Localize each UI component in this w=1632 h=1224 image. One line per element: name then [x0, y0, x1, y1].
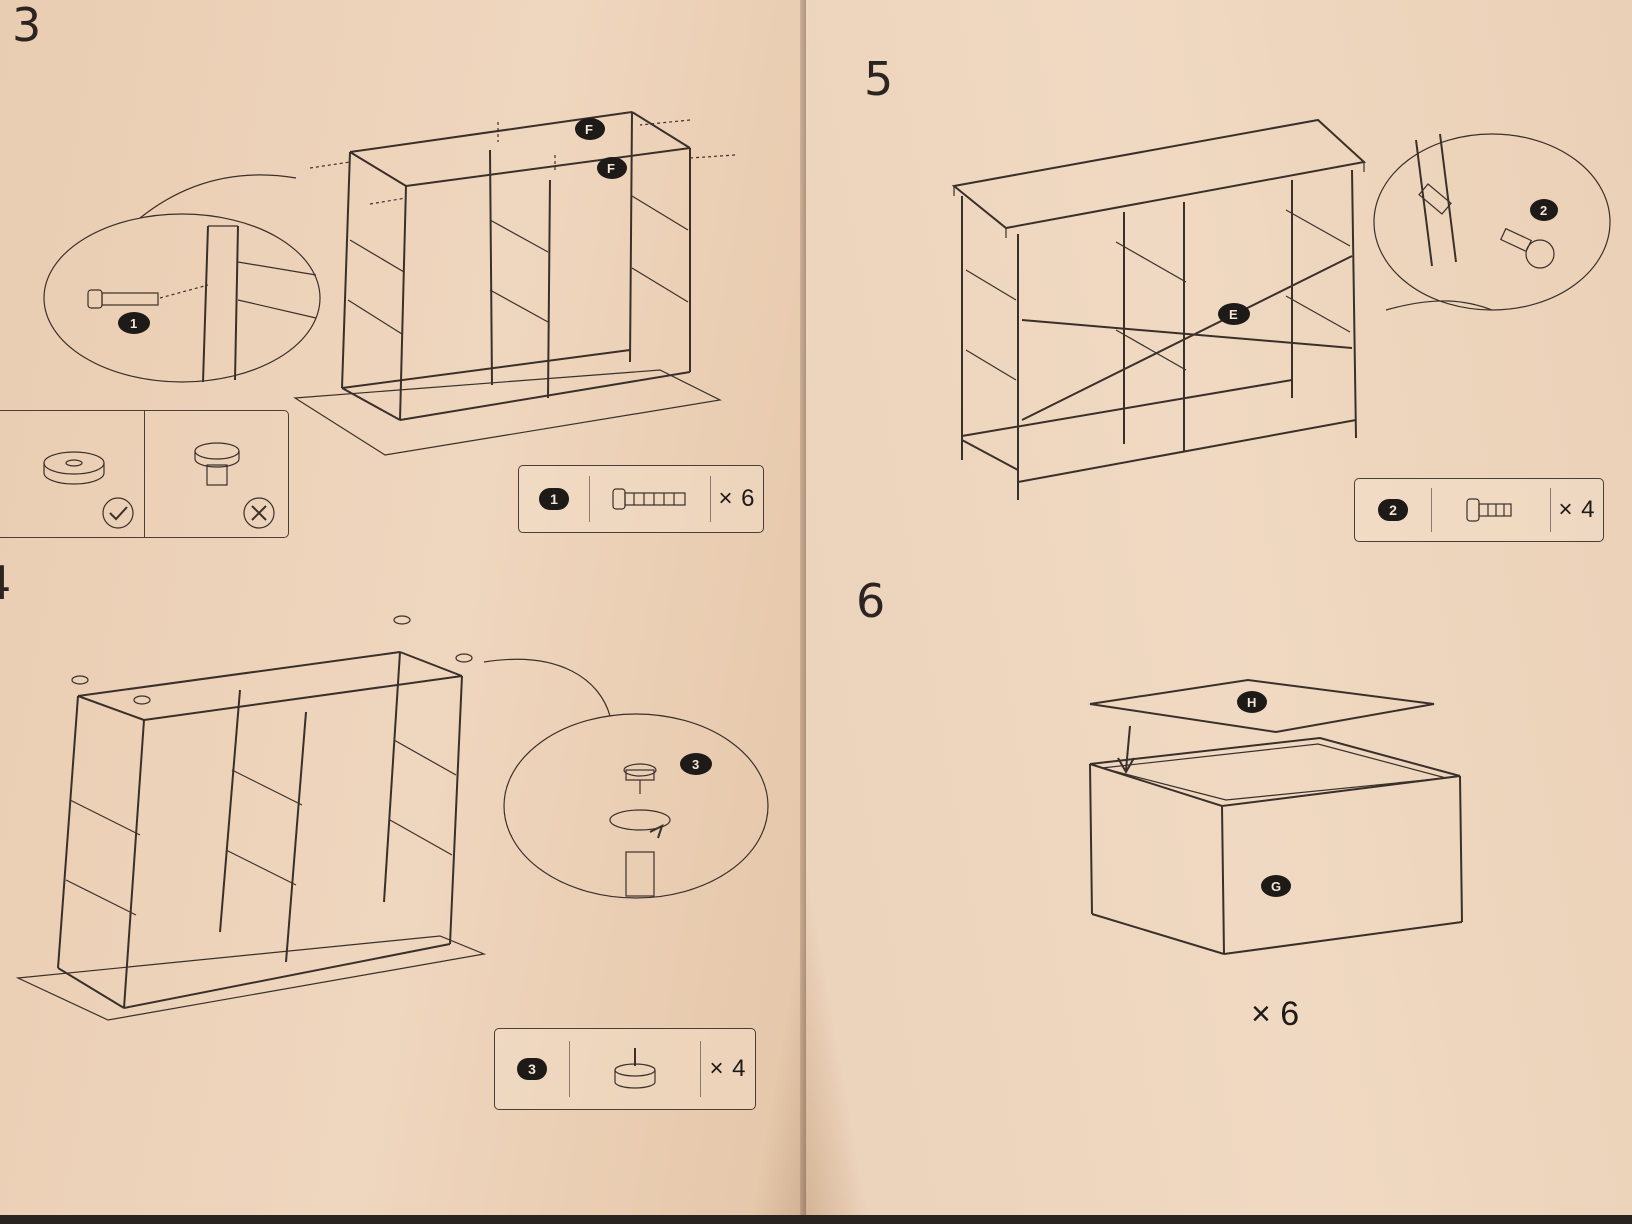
part-qty-3: × 4: [709, 1055, 747, 1082]
check-icon: [102, 497, 134, 529]
part-label-3-callout: 3: [680, 753, 712, 775]
rotate-arrow-icon: [649, 824, 664, 839]
screw-foot-icon: [193, 442, 240, 486]
label-E: E: [1218, 303, 1250, 325]
svg-text:3: 3: [692, 757, 699, 772]
leveling-foot-icon: [614, 1048, 656, 1089]
svg-text:F: F: [585, 122, 593, 137]
right-page: 5 6 E: [806, 0, 1632, 1215]
svg-text:E: E: [1229, 307, 1238, 322]
part-label-2-callout: 2: [1530, 199, 1558, 221]
screw-icon: [1466, 498, 1512, 522]
step-number-5: 5: [864, 52, 894, 106]
svg-text:F: F: [607, 161, 615, 176]
step6-drawer-drawing: H G: [1089, 678, 1463, 955]
step6-quantity: × 6: [1251, 995, 1300, 1033]
step-number-4: 4: [0, 560, 11, 606]
left-page: 3 4 F: [0, 0, 812, 1215]
correct-incorrect-foot-panel: [0, 410, 289, 538]
cross-icon: [242, 497, 275, 529]
svg-text:1: 1: [130, 316, 137, 331]
label-F-2: F: [597, 157, 627, 179]
svg-text:2: 2: [1540, 203, 1547, 218]
svg-text:G: G: [1271, 879, 1281, 894]
part-qty-2: × 4: [1558, 496, 1596, 523]
label-H: H: [1237, 691, 1267, 713]
svg-text:H: H: [1247, 695, 1256, 710]
parts-box-1: 1 × 6: [518, 465, 764, 533]
screw-icon: [1499, 227, 1555, 269]
foot-pad-icon: [43, 451, 105, 485]
incorrect-foot-option: [143, 411, 289, 537]
step4-frame-drawing: 3: [15, 615, 769, 1021]
step3-frame-drawing: F F 1: [43, 111, 736, 456]
part-badge-3: 3: [517, 1058, 547, 1080]
part-badge-2: 2: [1378, 499, 1408, 521]
part-label-1-callout: 1: [118, 312, 150, 334]
screw-icon: [87, 284, 209, 309]
step-number-3: 3: [12, 0, 42, 52]
parts-box-3: 3 × 4: [494, 1028, 756, 1110]
step5-dresser-drawing: E 2: [951, 118, 1611, 500]
step-number-6: 6: [856, 574, 886, 628]
part-badge-1: 1: [539, 488, 569, 510]
part-qty-1: × 6: [718, 485, 756, 512]
correct-foot-option: [0, 411, 144, 537]
screw-icon: [612, 488, 686, 510]
parts-box-2: 2 × 4: [1354, 478, 1604, 542]
label-F-1: F: [575, 118, 605, 140]
label-G: G: [1261, 875, 1291, 897]
